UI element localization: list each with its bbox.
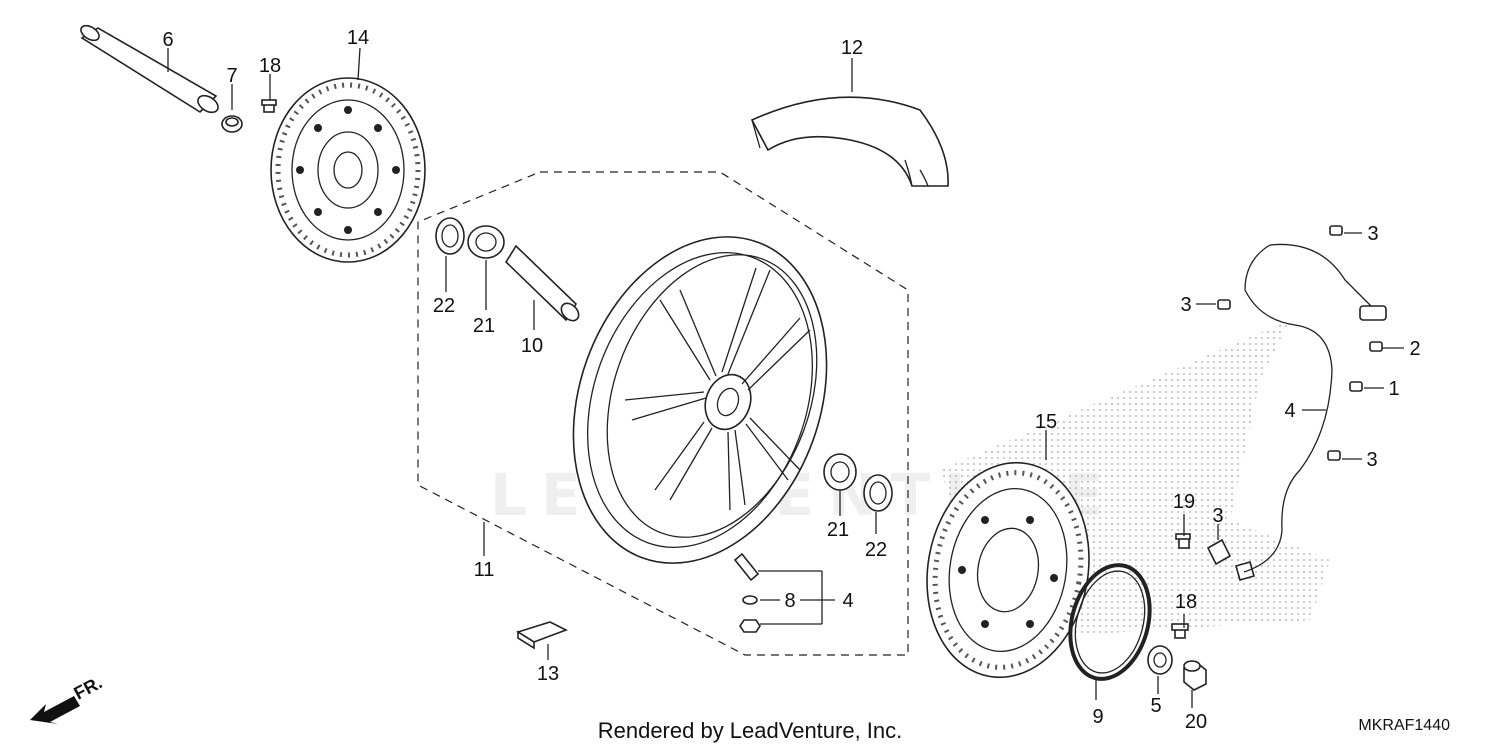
callout-1: 1 (1388, 378, 1399, 400)
callout-6: 4 (842, 590, 853, 612)
callout-9: 7 (226, 65, 237, 87)
balance-weight-icon (516, 621, 568, 650)
diagram-code: MKRAF1440 (1358, 717, 1450, 734)
leader-lines (167, 47, 1404, 708)
callout-11: 9 (1092, 706, 1103, 728)
callout-12: 10 (521, 335, 543, 357)
callout-3b: 3 (1180, 294, 1191, 316)
side-collar-right-icon (1147, 645, 1173, 675)
connector-icon (1359, 305, 1387, 321)
sensor-harness-icon (1243, 243, 1376, 573)
footer-credit: Rendered by LeadVenture, Inc. (598, 718, 903, 743)
callout-2: 2 (1409, 338, 1420, 360)
left-brake-disc-icon (270, 77, 426, 263)
tire-valve-icon (733, 552, 761, 633)
callout-c3c: 3 (1366, 449, 1377, 471)
callout-18a: 18 (259, 55, 281, 77)
callout-16: 14 (347, 27, 369, 49)
callout-c4: 4 (1284, 400, 1295, 422)
callout-21a: 21 (473, 315, 495, 337)
bearing-right-icon (823, 453, 857, 491)
distance-collar-icon (504, 244, 580, 322)
sensor-bolt-icon (1175, 533, 1191, 549)
callout-8: 6 (162, 29, 173, 51)
axle-bolt-icon (1183, 660, 1207, 691)
front-direction-arrow-icon: FR. (30, 672, 105, 724)
callout-13: 11 (474, 559, 495, 581)
pulser-ring-icon (1068, 563, 1152, 681)
front-axle-icon (80, 24, 219, 114)
bearing-left-icon (467, 225, 505, 259)
pulser-bolt-icon (1171, 623, 1189, 639)
wheel-speed-sensor-icon (1206, 538, 1255, 581)
wheel-assembly-box (417, 171, 909, 656)
front-wheel-icon (572, 236, 828, 564)
callout-20: 20 (1185, 711, 1207, 733)
callout-21b: 21 (827, 519, 849, 541)
dust-seal-right-icon (863, 474, 893, 512)
direction-label: FR. (70, 672, 105, 703)
callout-17: 15 (1035, 411, 1057, 433)
callout-22b: 22 (865, 539, 887, 561)
disc-bolt-icon (261, 99, 277, 113)
callout-14: 12 (841, 37, 863, 59)
side-collar-icon (221, 115, 243, 133)
callout-19: 19 (1173, 491, 1195, 513)
dust-seal-left-icon (435, 217, 465, 255)
clip-icon (1217, 225, 1383, 461)
callout-18b: 18 (1175, 591, 1197, 613)
callout-22a: 22 (433, 295, 455, 317)
callout-7: 8 (784, 590, 795, 612)
callout-3a: 3 (1367, 223, 1378, 245)
callout-15: 13 (537, 663, 559, 685)
tire-icon (750, 96, 949, 187)
callout-10: 5 (1150, 695, 1161, 717)
callout-5: 3 (1212, 505, 1223, 527)
